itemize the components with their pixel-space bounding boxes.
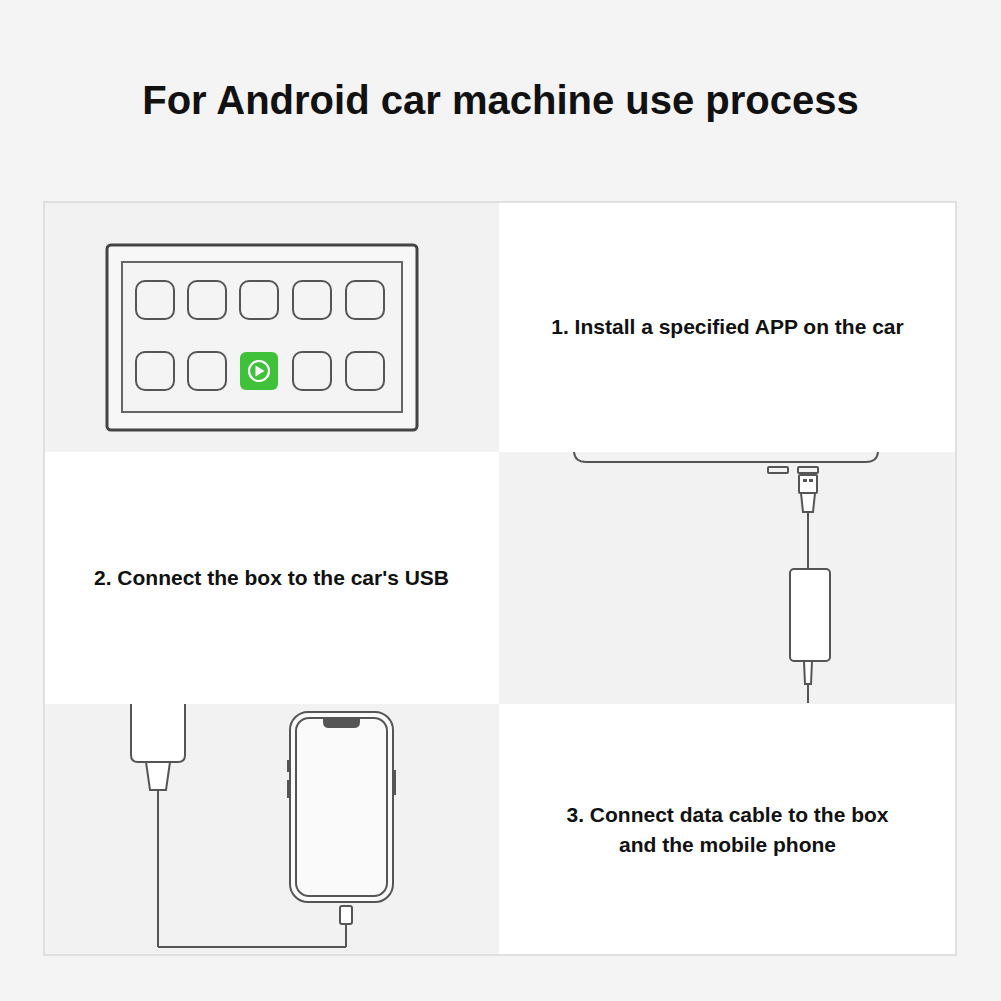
cell [44, 202, 499, 452]
cell [44, 452, 499, 704]
usb-box [574, 452, 878, 703]
app-icon [240, 352, 278, 390]
step-text: 1. Install a specified APP on the car [551, 312, 903, 342]
step-cell: 2. Connect the box to the car's USB [44, 452, 499, 704]
car-screen [107, 245, 417, 430]
step-cell: 1. Install a specified APP on the car [499, 202, 956, 452]
step-text: 3. Connect data cable to the box and the… [563, 800, 893, 860]
cell [499, 704, 956, 955]
step-cell: 3. Connect data cable to the box and the… [499, 704, 956, 955]
page-title: For Android car machine use process [0, 74, 1001, 126]
phone-cable [131, 704, 395, 947]
cell [44, 704, 499, 955]
cell [499, 452, 956, 704]
cell [499, 202, 956, 452]
grid-border [44, 202, 956, 955]
step-text: 2. Connect the box to the car's USB [94, 563, 449, 593]
